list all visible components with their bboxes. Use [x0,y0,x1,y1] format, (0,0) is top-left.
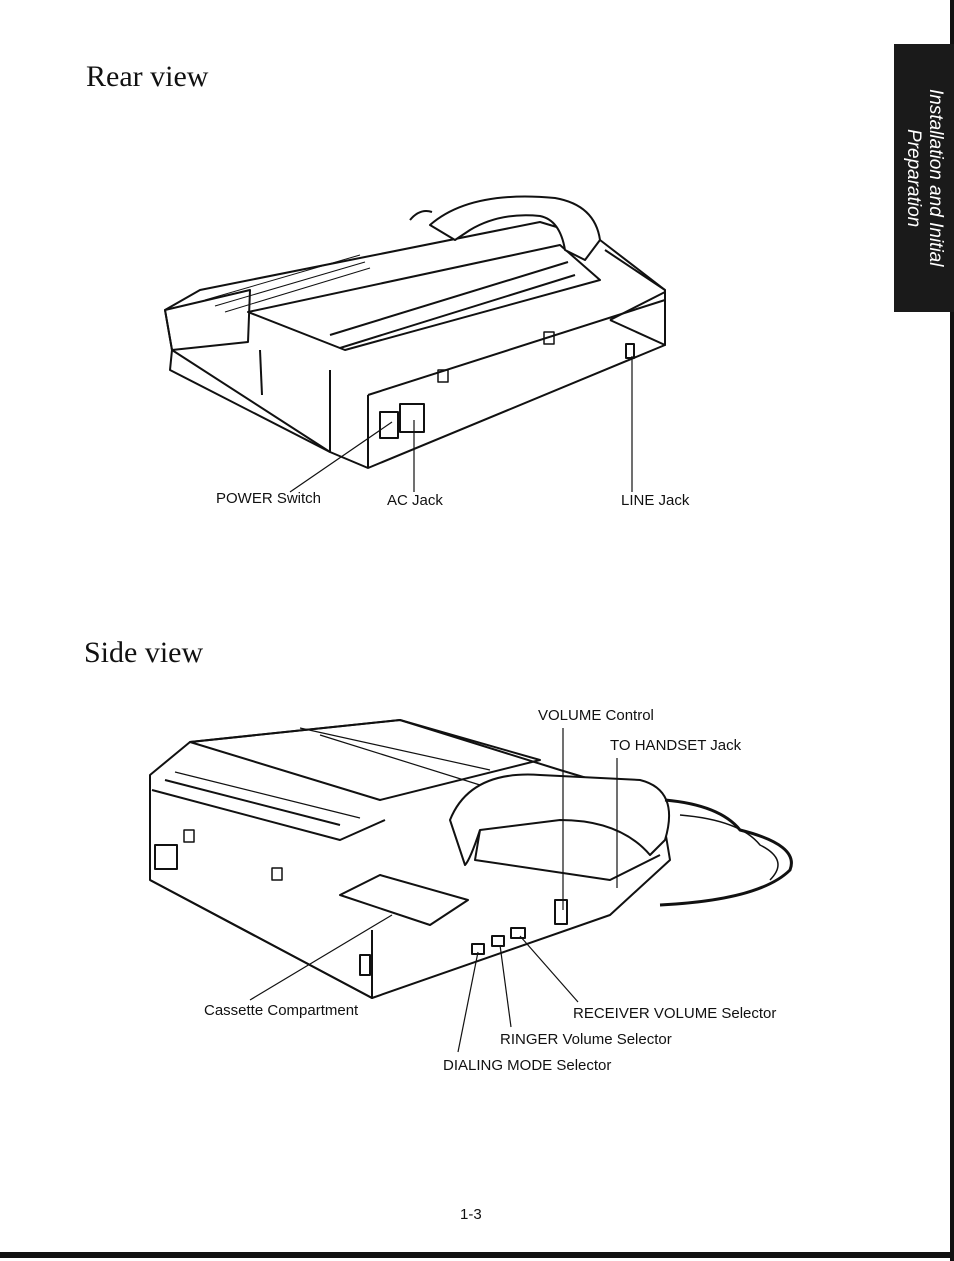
page-number: 1-3 [460,1206,482,1223]
receiver-volume-selector-label: RECEIVER VOLUME Selector [573,1005,777,1022]
ringer-volume-selector-label: RINGER Volume Selector [500,1031,672,1048]
to-handset-jack-label: TO HANDSET Jack [610,737,742,754]
section-tab-line2: Preparation [903,128,924,228]
cassette-compartment-label: Cassette Compartment [204,1002,359,1019]
section-tab-text: Installation and Initial Preparation [902,89,946,266]
power-switch-label: POWER Switch [216,490,322,507]
volume-control-label: VOLUME Control [538,707,654,724]
section-tab: Installation and Initial Preparation [894,44,954,312]
section-tab-line1: Installation and Initial [925,89,946,267]
bottom-rule [0,1252,954,1258]
ac-jack-label: AC Jack [387,492,443,509]
page-edge [950,0,954,1261]
line-jack-label: LINE Jack [621,492,690,509]
side-view-heading: Side view [84,636,204,669]
dialing-mode-selector-label: DIALING MODE Selector [443,1057,612,1074]
rear-view-heading: Rear view [86,60,209,93]
